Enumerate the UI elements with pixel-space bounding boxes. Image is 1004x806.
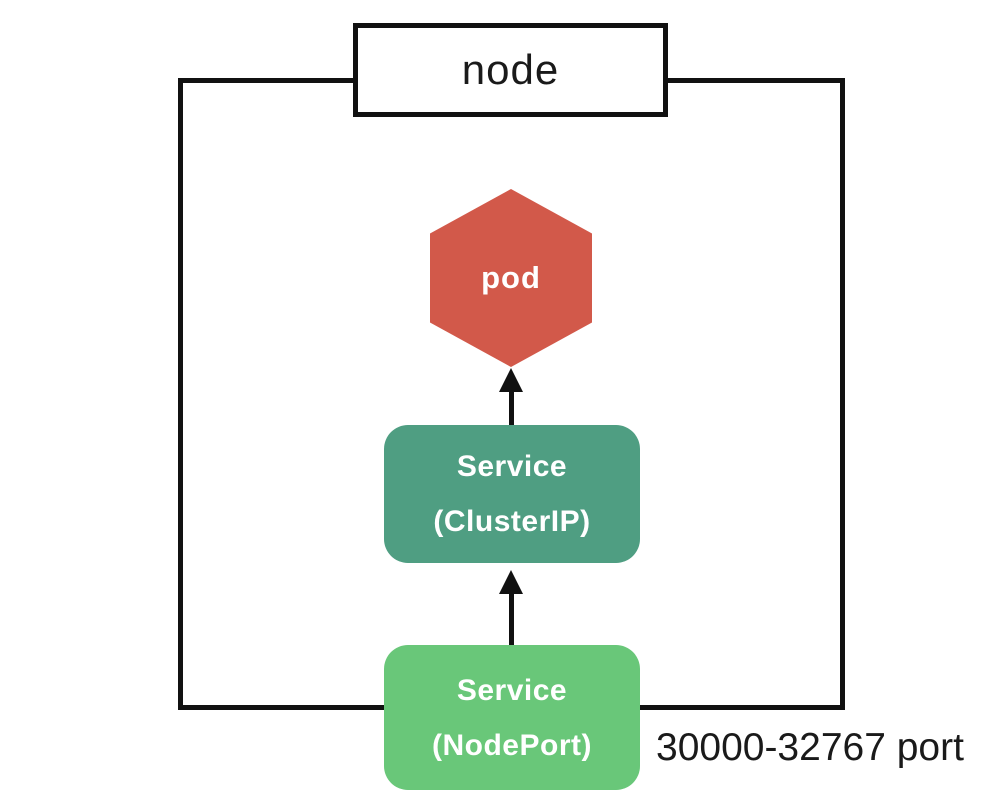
node-label-box: node: [353, 23, 668, 117]
service-nodeport-box: Service (NodePort): [384, 645, 640, 790]
service-nodeport-label-line2: (NodePort): [432, 728, 592, 762]
arrow-shaft: [508, 594, 514, 645]
service-clusterip-box: Service (ClusterIP): [384, 425, 640, 563]
arrow-shaft: [508, 392, 514, 425]
arrow-up-icon: [499, 570, 523, 594]
arrow-up-icon: [499, 368, 523, 392]
service-nodeport-label-line1: Service: [456, 673, 568, 707]
service-clusterip-label-line2: (ClusterIP): [433, 505, 591, 538]
pod-label: pod: [481, 260, 541, 295]
node-label: node: [461, 46, 560, 93]
arrow-nodeport-to-clusterip: [499, 570, 523, 645]
service-clusterip-label-line1: Service: [456, 450, 568, 483]
port-range-label: 30000-32767 port: [656, 726, 964, 769]
arrow-clusterip-to-pod: [499, 368, 523, 425]
